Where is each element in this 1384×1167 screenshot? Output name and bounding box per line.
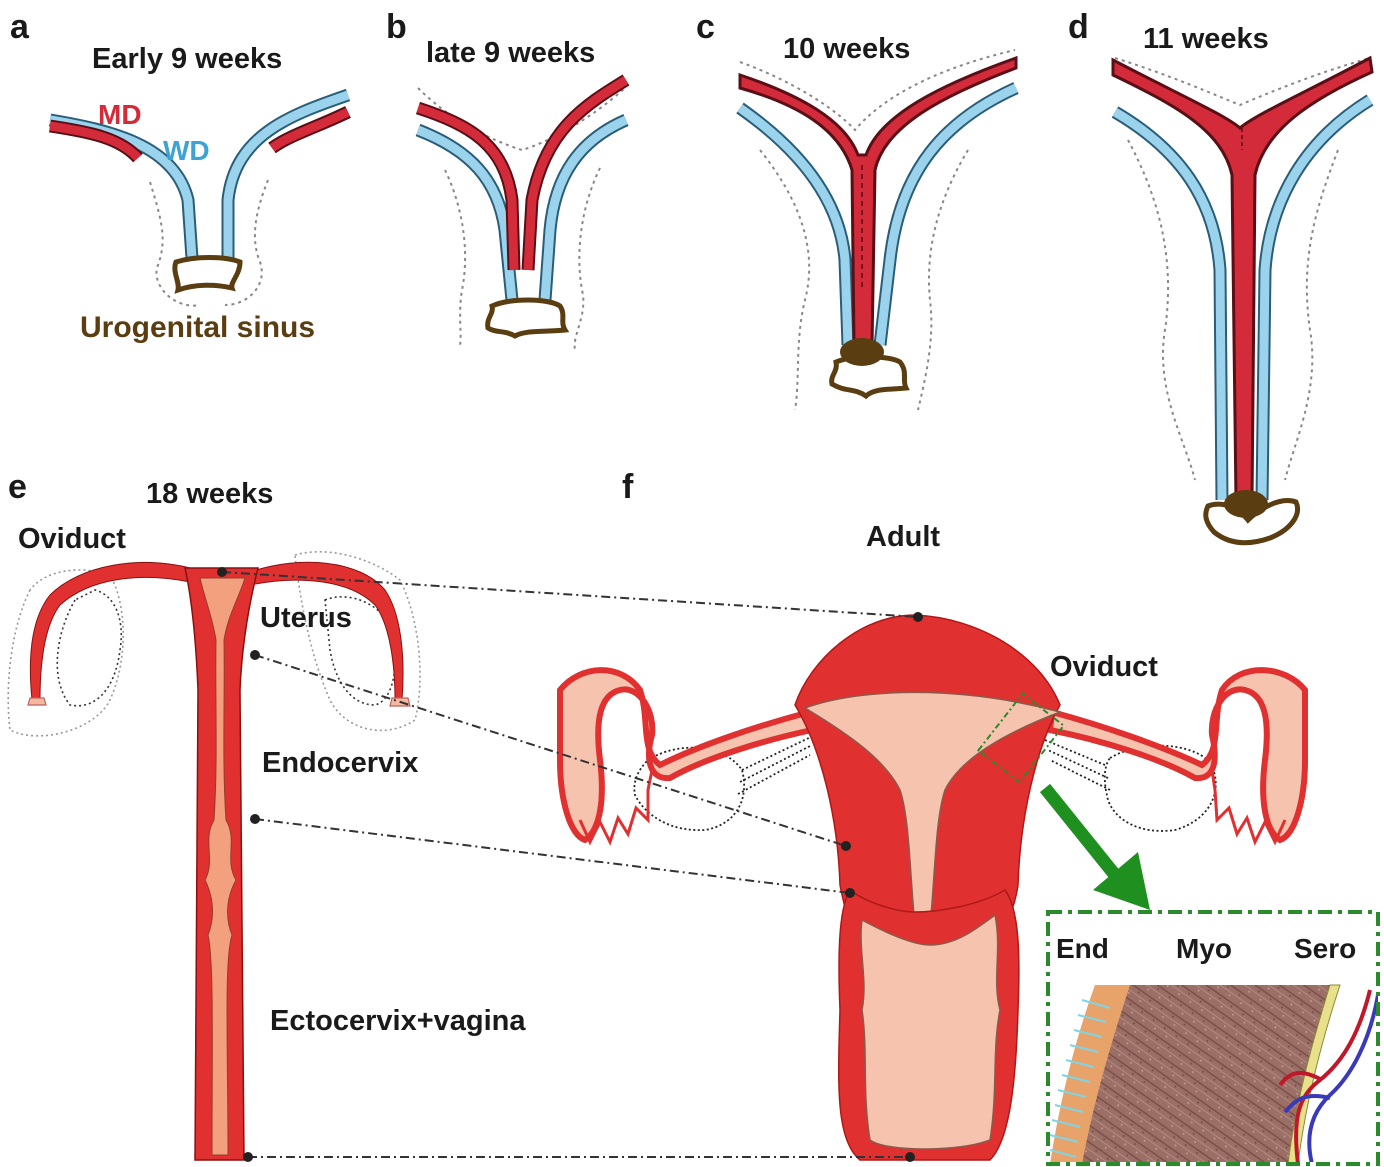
panel-c-mesenchyme-outline bbox=[739, 49, 1016, 411]
panel-b-mesenchyme-outline bbox=[417, 87, 626, 351]
panel-d-title: 11 weeks bbox=[1143, 23, 1269, 55]
panel-f-ovary-outlines bbox=[633, 734, 1217, 832]
panel-a-mesenchyme-outline bbox=[149, 179, 269, 307]
inset-blood-vessels bbox=[1278, 989, 1378, 1162]
panel-c-urogenital-sinus bbox=[829, 338, 910, 400]
panel-c-mullerian-ducts bbox=[738, 55, 1018, 347]
panel-f-letter: f bbox=[622, 468, 634, 506]
panel-d-wolffian-ducts bbox=[1111, 94, 1374, 501]
panel-a-urogenital-sinus bbox=[172, 255, 243, 294]
panel-b-letter: b bbox=[386, 8, 407, 46]
inset-serosa bbox=[1287, 984, 1341, 1162]
panel-c: c 10 weeks bbox=[696, 8, 1019, 411]
panel-a: a Early 9 weeks MD WD Urogenital sinus bbox=[10, 8, 351, 344]
inset-myometrium bbox=[1080, 985, 1335, 1162]
panel-d-fused-mullerian-duct bbox=[1111, 55, 1374, 502]
panel-f-left-fimbria bbox=[578, 769, 654, 846]
panel-a-title: Early 9 weeks bbox=[92, 43, 282, 75]
panel-f-right-oviduct bbox=[1046, 667, 1308, 844]
panel-e-left-oviduct bbox=[29, 561, 191, 701]
panel-a-wolffian-duct-right bbox=[221, 88, 351, 258]
panel-d: d 11 weeks bbox=[1068, 8, 1374, 546]
panel-b: b late 9 weeks bbox=[386, 8, 630, 351]
panel-e-ovary-outlines bbox=[7, 551, 421, 737]
panel-d-mesenchyme-outline bbox=[1114, 57, 1371, 481]
uterine-wall-inset: End Myo Sero bbox=[1046, 910, 1380, 1166]
panel-c-wolffian-ducts bbox=[736, 82, 1019, 346]
inset-zoom-arrow bbox=[1039, 783, 1150, 910]
panel-e-lumen bbox=[199, 577, 246, 1156]
panel-a-letter: a bbox=[10, 8, 30, 46]
panel-a-mullerian-duct-left bbox=[49, 119, 143, 163]
panel-e-left-fimbria bbox=[27, 697, 47, 706]
panel-e-title: 18 weeks bbox=[146, 478, 273, 510]
panel-e-uterus-label: Uterus bbox=[260, 602, 352, 634]
inset-endometrium bbox=[1050, 985, 1130, 1162]
urogenital-sinus-label: Urogenital sinus bbox=[80, 311, 315, 344]
panel-e-letter: e bbox=[8, 468, 27, 506]
panel-f-zoom-region bbox=[976, 692, 1066, 784]
panel-b-wolffian-ducts bbox=[415, 114, 629, 301]
panel-b-title: late 9 weeks bbox=[426, 37, 595, 69]
panel-c-title: 10 weeks bbox=[783, 33, 910, 65]
panel-b-urogenital-sinus bbox=[485, 297, 570, 339]
panel-d-letter: d bbox=[1068, 8, 1089, 46]
inset-myo-label: Myo bbox=[1176, 933, 1232, 964]
panel-a-mullerian-duct-right bbox=[268, 106, 351, 154]
panel-c-letter: c bbox=[696, 8, 715, 46]
panel-d-urogenital-sinus bbox=[1203, 490, 1300, 546]
panel-e-oviduct-label: Oviduct bbox=[18, 523, 126, 555]
panel-f-right-fimbria bbox=[1210, 769, 1287, 846]
wd-label: WD bbox=[163, 135, 210, 166]
panel-e-ectocervix-label: Ectocervix+vagina bbox=[270, 1005, 526, 1037]
panel-e-endocervix-label: Endocervix bbox=[262, 747, 418, 779]
panel-f: f Adult Oviduct bbox=[557, 468, 1380, 1166]
correspondence-points bbox=[217, 567, 923, 1162]
panel-f-oviduct-label: Oviduct bbox=[1050, 651, 1158, 683]
panel-f-uterine-lumen bbox=[803, 691, 1063, 926]
inset-frame bbox=[1046, 910, 1380, 1166]
panel-f-left-oviduct bbox=[557, 667, 816, 844]
inset-sero-label: Sero bbox=[1294, 933, 1356, 964]
inset-endometrial-glands bbox=[1049, 999, 1111, 1158]
panel-f-vaginal-canal bbox=[860, 913, 1001, 1150]
panel-f-title: Adult bbox=[866, 521, 940, 553]
inset-end-label: End bbox=[1056, 933, 1109, 964]
md-label: MD bbox=[98, 99, 142, 130]
panel-e: e 18 weeks Oviduct Uterus Endocervix Ect… bbox=[7, 468, 526, 1161]
panel-b-mullerian-ducts bbox=[415, 74, 630, 271]
correspondence-lines bbox=[221, 571, 919, 1158]
